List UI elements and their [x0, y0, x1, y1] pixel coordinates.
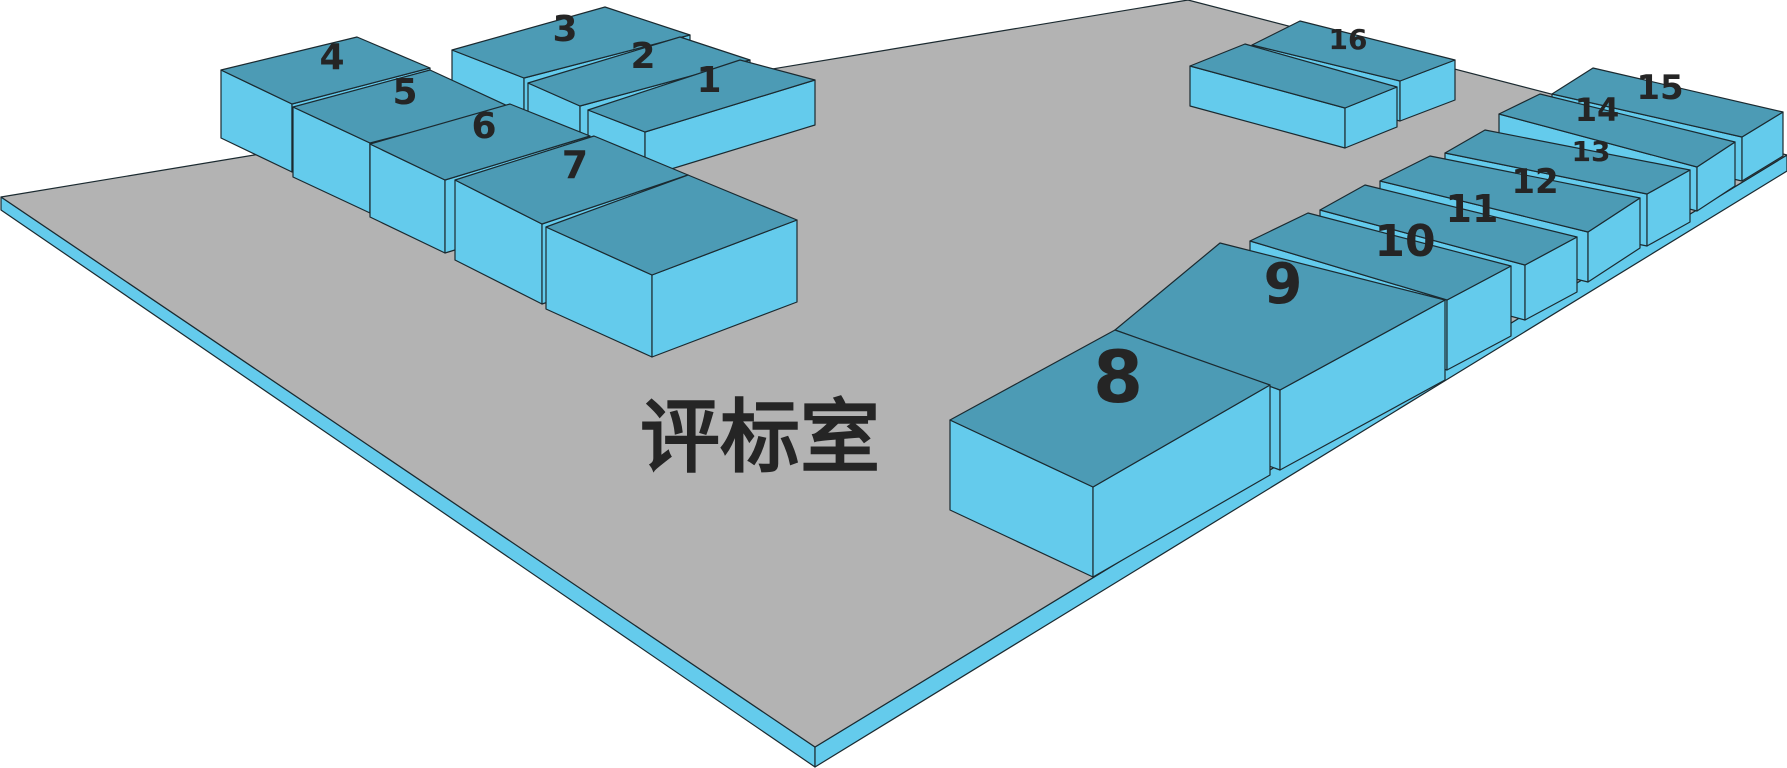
block-top-face — [451, 6, 691, 79]
block-top-face — [587, 59, 816, 133]
room-number-label: 2 — [630, 36, 655, 77]
room-number-label: 14 — [1575, 91, 1620, 129]
hall-label: 评标室 — [640, 391, 880, 484]
room-blocks — [220, 6, 1784, 578]
room-number-label: 12 — [1511, 162, 1558, 202]
block-top-face — [454, 135, 689, 225]
block-top-face — [220, 36, 431, 105]
room-number-label: 1 — [696, 60, 721, 101]
block-top-face — [369, 103, 591, 181]
block-top-face — [545, 174, 798, 276]
block-top-face — [1114, 242, 1446, 391]
room-number-label: 4 — [319, 37, 344, 78]
block-top-face — [527, 36, 751, 107]
block-top-face — [1249, 212, 1512, 301]
block-top-face — [1498, 93, 1736, 168]
room-number-label: 6 — [471, 106, 496, 147]
room-number-label: 3 — [552, 9, 577, 50]
room-number-label: 8 — [1093, 335, 1143, 419]
block-top-face — [1319, 184, 1578, 266]
block-top-face — [949, 329, 1271, 488]
room-number-label: 11 — [1446, 187, 1499, 231]
room-number-label: 13 — [1572, 135, 1611, 168]
block-top-face — [1251, 20, 1456, 82]
block-top-face — [1189, 43, 1398, 109]
room-number-label: 9 — [1264, 252, 1303, 317]
room-number-label: 10 — [1374, 216, 1435, 267]
block-top-face — [1379, 155, 1641, 233]
room-number-label: 15 — [1636, 68, 1683, 108]
block-top-face — [1551, 67, 1784, 138]
room-number-label: 16 — [1329, 23, 1368, 56]
room-number-label: 5 — [392, 72, 417, 113]
block-top-face — [1444, 129, 1691, 195]
block-top-face — [292, 69, 511, 144]
room-number-label: 7 — [562, 143, 588, 187]
